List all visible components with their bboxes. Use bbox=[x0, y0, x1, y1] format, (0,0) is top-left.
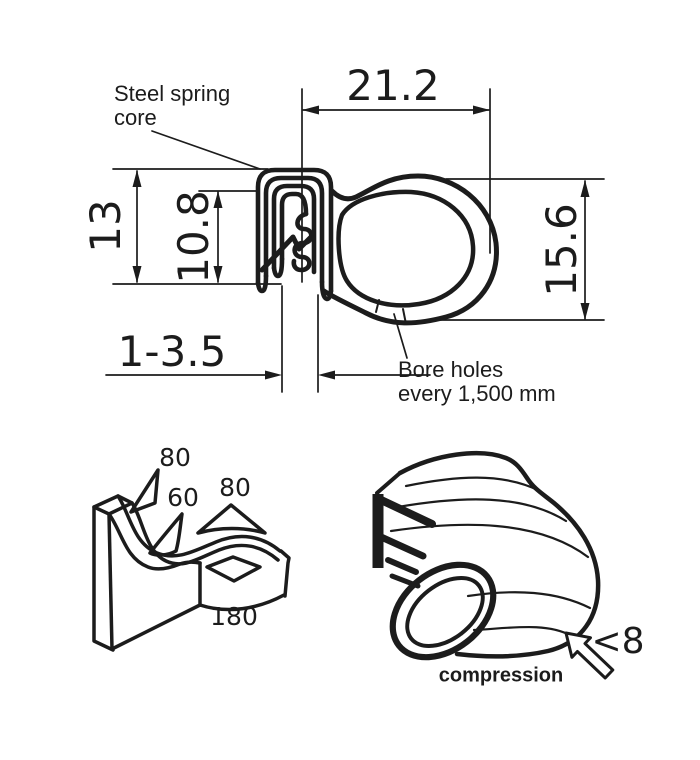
compression-limit: <8 bbox=[591, 621, 645, 663]
tube-striations bbox=[389, 476, 592, 638]
clamp-leg-cap-left-inner bbox=[271, 256, 285, 279]
compression-arrow-icon bbox=[564, 631, 615, 680]
angle-value-flat: 180 bbox=[210, 601, 258, 631]
tube-opening-inner-rim bbox=[405, 576, 485, 648]
compression-3d-view bbox=[372, 451, 615, 680]
bend-angles-sketch bbox=[92, 468, 291, 652]
flange-end-cap bbox=[279, 549, 291, 598]
bore-hole-tick-1 bbox=[375, 299, 380, 313]
tube-outline bbox=[397, 451, 601, 659]
dim-overall-width: 21.2 bbox=[346, 60, 440, 110]
tube-top-left-edge bbox=[375, 471, 402, 495]
dim-clamp-inner-height: 10.8 bbox=[168, 190, 218, 284]
clamp-tongue bbox=[259, 234, 314, 273]
dimension-arrowheads bbox=[132, 105, 590, 380]
dim-bulb-height: 15.6 bbox=[536, 203, 586, 297]
bore-holes-note: Bore holes every 1,500 mm bbox=[398, 357, 556, 407]
clamp-leg-cap-left-outer bbox=[255, 273, 269, 294]
tube-clamp-end bbox=[372, 494, 436, 589]
flange-bottom-edge bbox=[198, 593, 286, 612]
leader-steel-spring-core bbox=[151, 130, 261, 170]
angle-marker-80-outer bbox=[129, 468, 160, 514]
bulb-outer-wall bbox=[321, 173, 499, 326]
dim-clamp-height: 13 bbox=[80, 199, 130, 253]
seal-bulb bbox=[321, 173, 499, 326]
slab-right-edge bbox=[107, 512, 114, 651]
angle-value-crest: 80 bbox=[219, 472, 251, 502]
sheet-under-edge bbox=[107, 512, 202, 571]
clamp-profile bbox=[255, 167, 334, 302]
steel-spring-core-label: Steel spring core bbox=[114, 81, 231, 131]
angle-value-valley: 60 bbox=[167, 482, 199, 512]
tube-opening-outer-rim bbox=[389, 561, 497, 661]
sheet-far-edge bbox=[116, 494, 282, 558]
cross-section-view bbox=[105, 88, 605, 393]
angle-marker-180-kite bbox=[205, 555, 262, 583]
sheet-bottom-diagonal bbox=[110, 603, 202, 651]
clamp-gripper-teeth bbox=[291, 211, 314, 273]
bore-hole-tick-2 bbox=[402, 308, 407, 325]
angle-value-outer-top: 80 bbox=[159, 442, 191, 472]
angle-marker-60 bbox=[148, 512, 184, 557]
slab-left-edge bbox=[92, 505, 115, 652]
compression-caption: compression bbox=[438, 664, 564, 687]
angle-marker-80-crest bbox=[196, 503, 267, 535]
bulb-inner-wall bbox=[336, 189, 476, 308]
dimension-lines bbox=[105, 88, 605, 393]
dim-clamping-range: 1-3.5 bbox=[117, 326, 227, 376]
